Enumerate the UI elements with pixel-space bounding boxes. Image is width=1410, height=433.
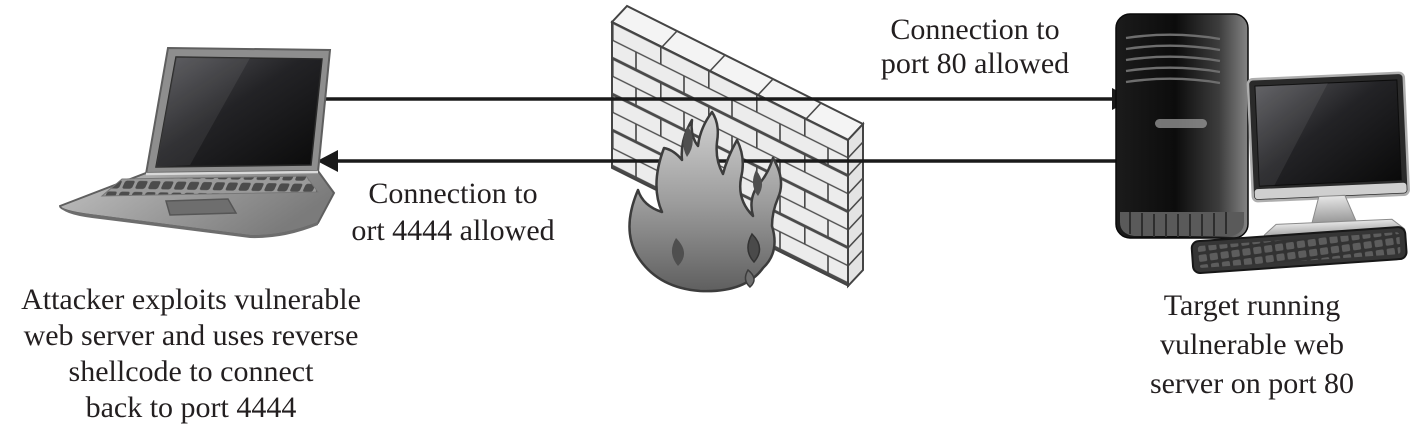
flame-accent-right — [752, 170, 763, 196]
arrowhead-left-icon — [317, 150, 338, 172]
tower-drive-slot — [1155, 119, 1207, 128]
flame-accent-center — [671, 238, 685, 266]
monitor — [1246, 71, 1410, 240]
label-line: port 80 allowed — [880, 47, 1070, 80]
tower-vents — [1125, 33, 1221, 85]
target-caption: Target running vulnerable web server on … — [1126, 286, 1378, 403]
desktop-keyboard — [1190, 226, 1408, 275]
flame-accent-left — [683, 126, 693, 157]
attacker-caption: Attacker exploits vulnerable web server … — [2, 282, 380, 426]
label-line: Connection to — [368, 177, 538, 210]
laptop-screen-glare — [156, 57, 250, 167]
label-line: ort 4444 allowed — [351, 214, 555, 247]
caption-line: Attacker exploits vulnerable — [21, 283, 361, 316]
tower-vent-lines — [1129, 212, 1227, 237]
monitor-screen-glare — [1255, 82, 1328, 187]
caption-line: back to port 4444 — [85, 391, 297, 424]
laptop-hinge — [145, 170, 319, 176]
flames-icon — [628, 110, 783, 293]
caption-line: shellcode to connect — [68, 355, 314, 388]
caption-line: server on port 80 — [1149, 367, 1355, 400]
computer-tower — [1115, 13, 1249, 239]
laptop-keyboard — [100, 175, 319, 197]
laptop-icon — [58, 46, 336, 239]
flame-main — [628, 110, 783, 293]
flame-small-detached — [747, 232, 761, 264]
wall-end-joints — [847, 141, 864, 267]
monitor-chin — [1254, 182, 1407, 200]
wall-top-joints — [661, 30, 822, 120]
caption-line: web server and uses reverse — [23, 319, 359, 352]
bottom-arrow-label: Connection to ort 4444 allowed — [322, 175, 584, 249]
monitor-screen — [1254, 79, 1402, 187]
flame-tiny-detached — [744, 268, 755, 289]
desktop-computer-icon — [1115, 13, 1410, 275]
label-line: Connection to — [890, 13, 1060, 46]
laptop-touchpad — [165, 198, 238, 216]
caption-line: vulnerable web — [1159, 328, 1345, 361]
laptop-screen — [155, 56, 323, 168]
top-arrow-label: Connection to port 80 allowed — [840, 13, 1110, 81]
caption-line: Target running — [1163, 289, 1341, 322]
